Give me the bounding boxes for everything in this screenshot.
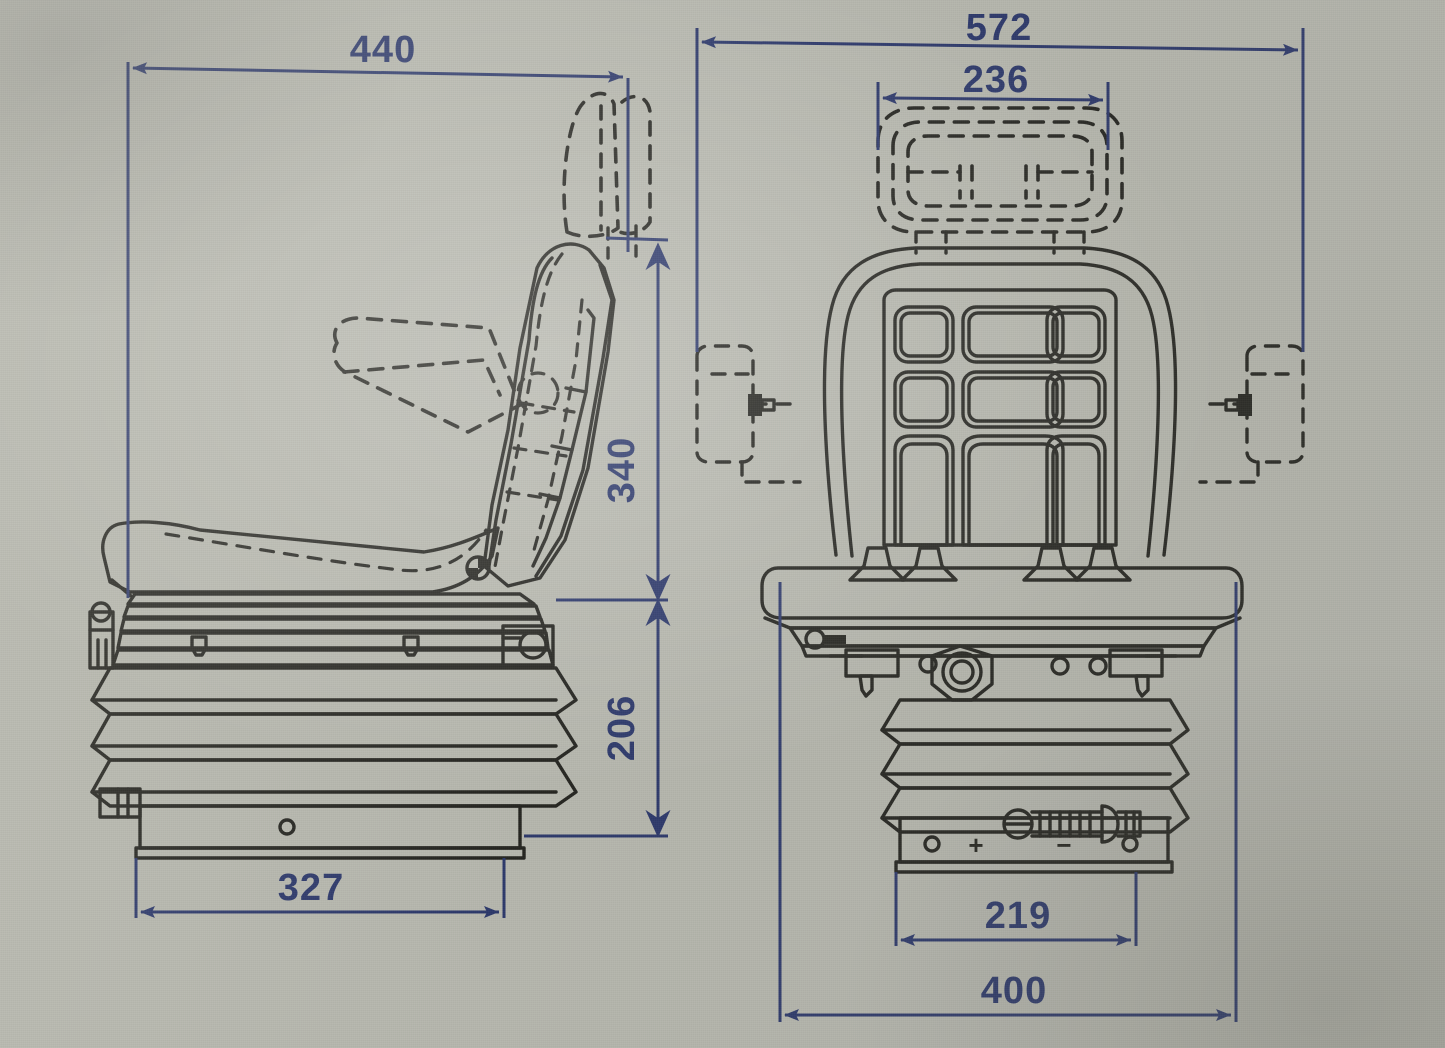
dimension-lines: [126, 28, 1305, 1022]
front-view-geometry: [695, 106, 1305, 874]
dim-extension-400: [778, 582, 1238, 1022]
dim-label-219: 219: [985, 895, 1051, 937]
side-headrest-posts: [606, 224, 638, 260]
dim-extension-219: [894, 872, 1138, 946]
dim-extension-440: [126, 62, 630, 598]
dim-label-340: 340: [601, 437, 643, 503]
weight-adjuster-markings: + −: [968, 830, 1071, 860]
side-recline-pivot-icon: [465, 555, 491, 581]
side-cushion-hidden-stitch: [164, 528, 488, 573]
side-rail-right-fitting: [501, 624, 555, 668]
side-headrest-hidden: [562, 91, 652, 239]
dim-label-206: 206: [601, 695, 643, 761]
dimension-labels: 440 572 236 340 206 327 219 400: [278, 7, 1051, 1012]
side-armrest-hidden: [332, 316, 522, 434]
front-headrest-hidden: [876, 106, 1124, 234]
side-backrest-hidden-seams: [492, 252, 584, 574]
front-slide-plate: [788, 626, 1218, 658]
side-bellows: [90, 666, 578, 808]
side-base-lever: [98, 787, 142, 819]
front-seat-cushion: [760, 566, 1244, 630]
dim-label-572: 572: [966, 7, 1032, 49]
plus-marking: +: [968, 830, 983, 860]
dim-line-236: [882, 92, 1104, 106]
side-rail-left-fitting: [88, 601, 115, 670]
minus-marking: −: [1056, 830, 1071, 860]
side-backrest: [482, 242, 616, 588]
dim-extension-236: [876, 82, 1110, 150]
front-weight-adjuster-screw: [1002, 804, 1142, 844]
dim-line-440: [132, 62, 624, 83]
dim-label-400: 400: [981, 970, 1047, 1012]
side-view-geometry: [88, 91, 652, 860]
side-slide-bolts: [190, 635, 420, 657]
dim-label-236: 236: [963, 59, 1029, 101]
dim-line-572: [701, 36, 1299, 56]
front-base-housing: [894, 816, 1174, 874]
front-cushion-posts: [848, 546, 1132, 582]
front-backrest-shell: [822, 246, 1178, 558]
dim-extension-572: [695, 28, 1305, 352]
front-suspension-mechanism: [804, 628, 1164, 702]
side-slide-rails: [111, 592, 555, 667]
dim-extension-340: [556, 236, 669, 602]
side-base-housing: [134, 804, 526, 860]
front-cushion-panels: [893, 305, 1107, 547]
dim-label-440: 440: [350, 29, 416, 71]
front-bracket-bolts: [748, 394, 1252, 416]
front-headrest-stems: [914, 230, 1086, 255]
front-backrest-panel: [882, 288, 1118, 547]
dim-label-327: 327: [278, 867, 344, 909]
side-seat-cushion: [101, 520, 500, 598]
dim-extension-327: [134, 858, 506, 918]
